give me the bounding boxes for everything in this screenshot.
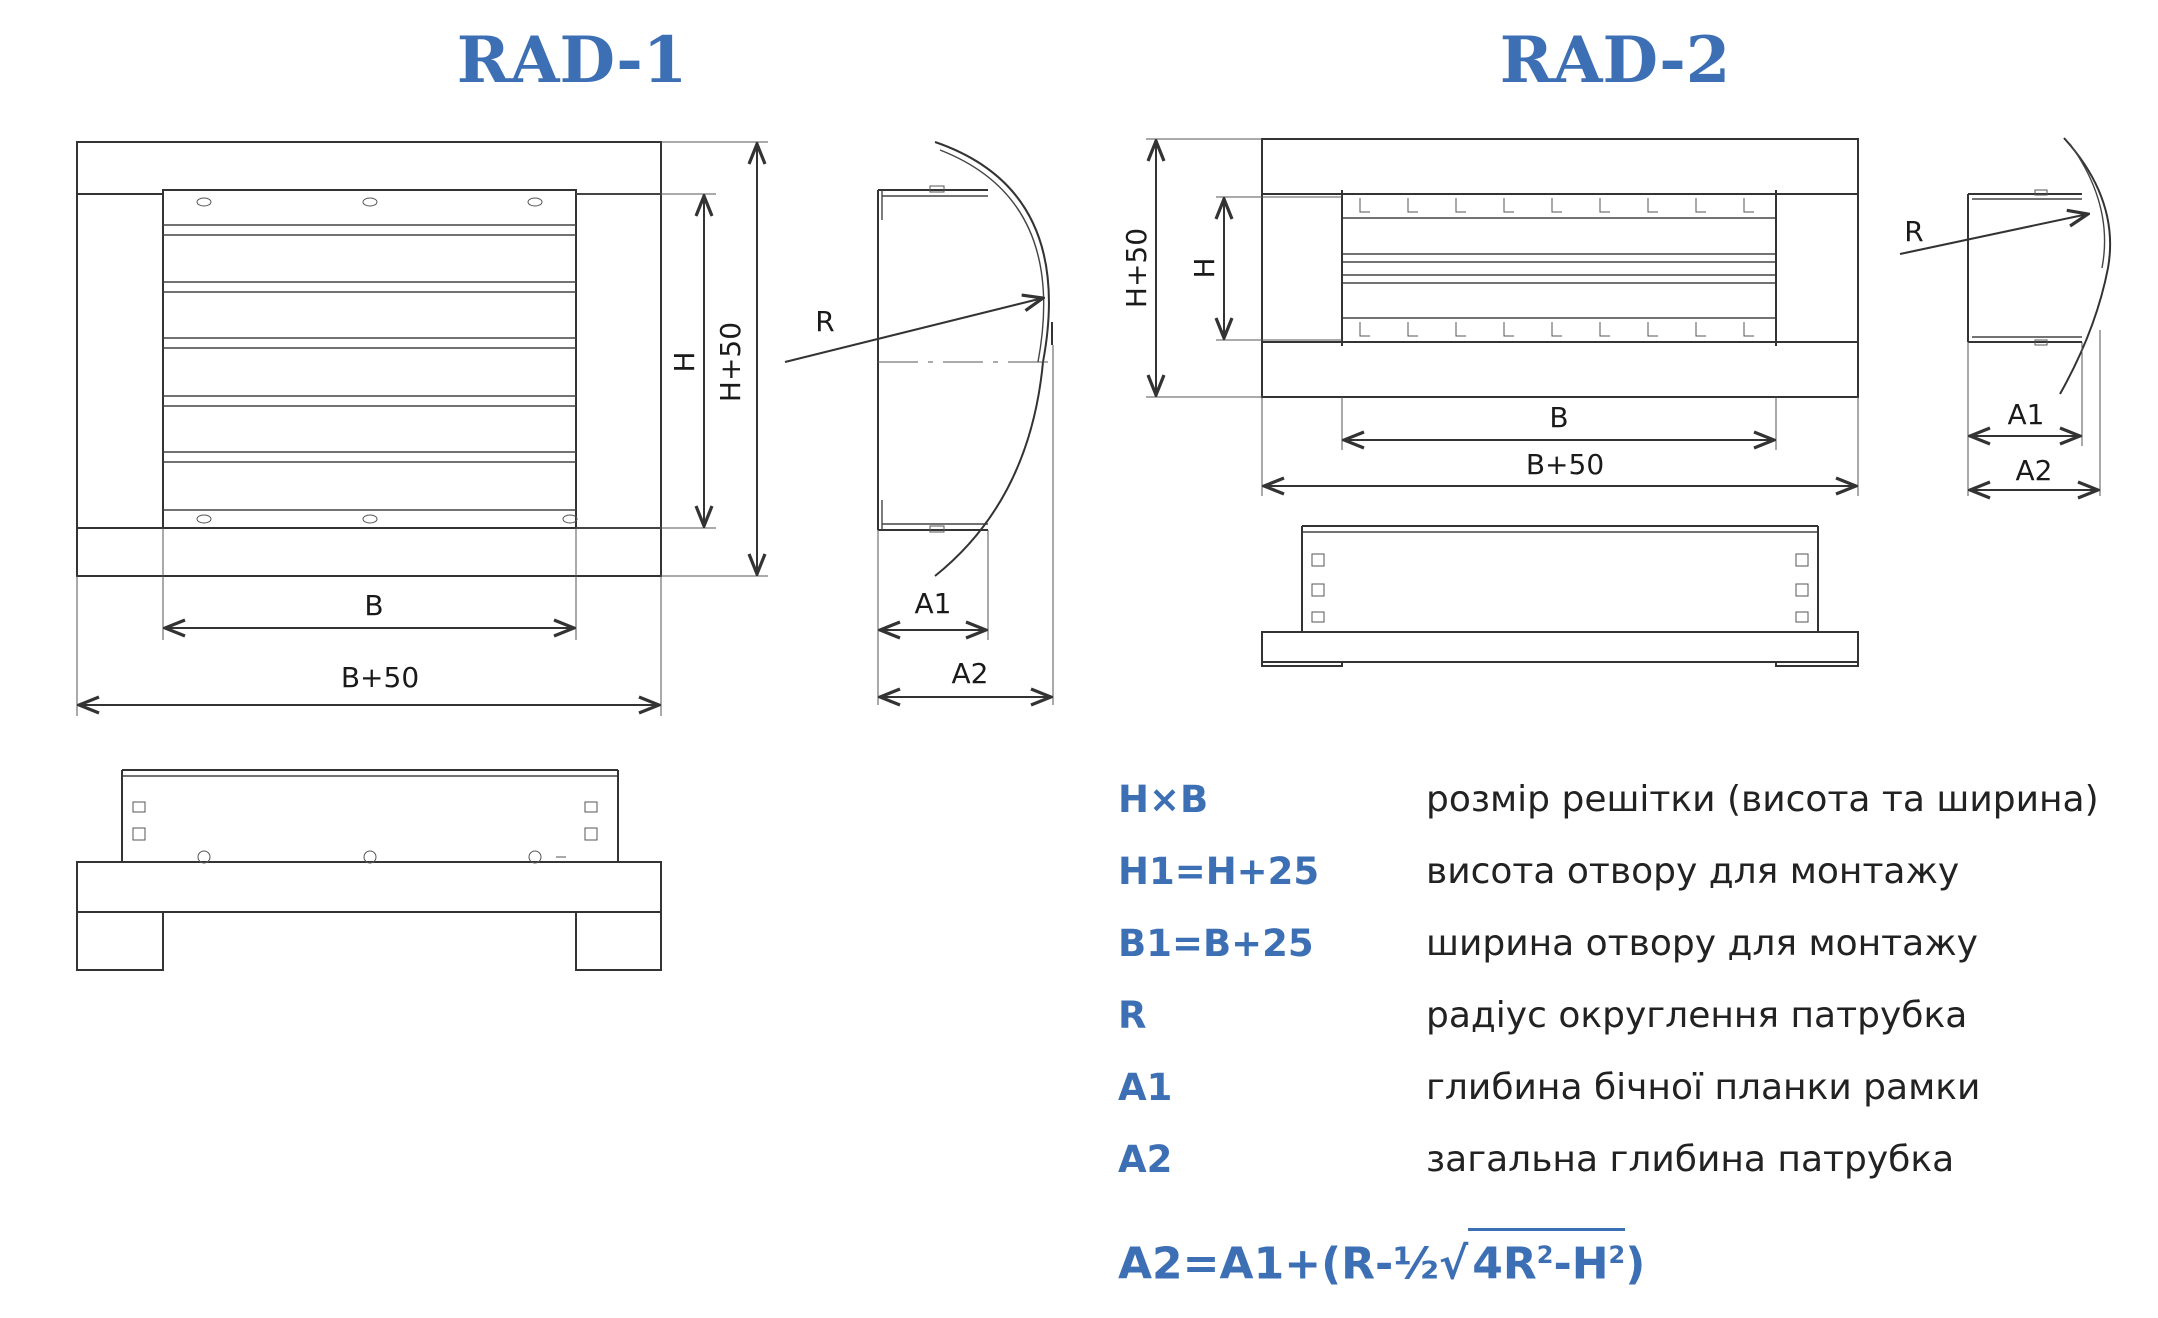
formula-suffix: ) — [1625, 1238, 1646, 1290]
legend-desc: загальна глибина патрубка — [1426, 1139, 1955, 1180]
exponent-2: 2 — [1608, 1241, 1626, 1269]
rad2-side-view — [1899, 137, 2112, 496]
legend-row: R радіус округлення патрубка — [1118, 991, 2118, 1041]
rad1-dim-a1: A1 — [915, 587, 952, 620]
rad1-dim-b: B — [364, 589, 383, 622]
legend-row: B1=B+25 ширина отвору для монтажу — [1118, 919, 2118, 969]
formula-radicand: 4R2-H2 — [1468, 1228, 1626, 1290]
rad2-dim-h-plus-50: H+50 — [1120, 228, 1153, 308]
legend-desc: глибина бічної планки рамки — [1426, 1067, 1981, 1108]
formula-prefix: A2=A1+(R-½ — [1118, 1238, 1439, 1290]
legend-key: A2 — [1118, 1138, 1173, 1181]
legend-row: A2 загальна глибина патрубка — [1118, 1135, 2118, 1185]
rad1-side-view — [784, 141, 1058, 705]
rad1-dim-r: R — [815, 305, 834, 338]
rad2-dim-b: B — [1549, 401, 1568, 434]
legend-desc: радіус округлення патрубка — [1426, 995, 1968, 1036]
exponent-2: 2 — [1536, 1241, 1554, 1269]
title-rad-2: RAD-2 — [1500, 23, 1731, 98]
legend-key: B1=B+25 — [1118, 922, 1314, 965]
rad1-dim-a2: A2 — [952, 657, 989, 690]
rad2-dim-b-plus-50: B+50 — [1526, 448, 1604, 481]
legend-desc: ширина отвору для монтажу — [1426, 923, 1978, 964]
rad2-dim-h: H — [1188, 257, 1221, 278]
legend-row: H×B розмір решітки (висота та ширина) — [1118, 775, 2118, 825]
rad1-dim-h-plus-50: H+50 — [714, 322, 747, 402]
rad2-dim-a2: A2 — [2016, 454, 2053, 487]
rad2-dim-a1: A1 — [2008, 398, 2045, 431]
legend-desc: висота отвору для монтажу — [1426, 851, 1960, 892]
radicand-minus-h: -H — [1553, 1238, 1609, 1290]
rad1-dim-h: H — [668, 351, 701, 372]
title-rad-1: RAD-1 — [457, 23, 688, 98]
legend-desc: розмір решітки (висота та ширина) — [1426, 779, 2099, 820]
formula-a2: A2=A1+(R-½√4R2-H2) — [1118, 1228, 1645, 1295]
legend-key: R — [1118, 994, 1147, 1037]
legend-key: A1 — [1118, 1066, 1173, 1109]
legend-key: H1=H+25 — [1118, 850, 1320, 893]
rad2-top-view — [1261, 525, 1859, 667]
rad2-front-view — [1146, 138, 1859, 496]
rad1-front-view — [76, 141, 768, 716]
rad1-dim-b-plus-50: B+50 — [341, 661, 419, 694]
rad1-top-view — [76, 769, 662, 971]
sqrt-symbol: √ — [1438, 1238, 1469, 1290]
legend-row: H1=H+25 висота отвору для монтажу — [1118, 847, 2118, 897]
rad2-dim-r: R — [1904, 215, 1923, 248]
radicand-4r: 4R — [1472, 1238, 1537, 1290]
legend-row: A1 глибина бічної планки рамки — [1118, 1063, 2118, 1113]
legend-key: H×B — [1118, 778, 1209, 821]
